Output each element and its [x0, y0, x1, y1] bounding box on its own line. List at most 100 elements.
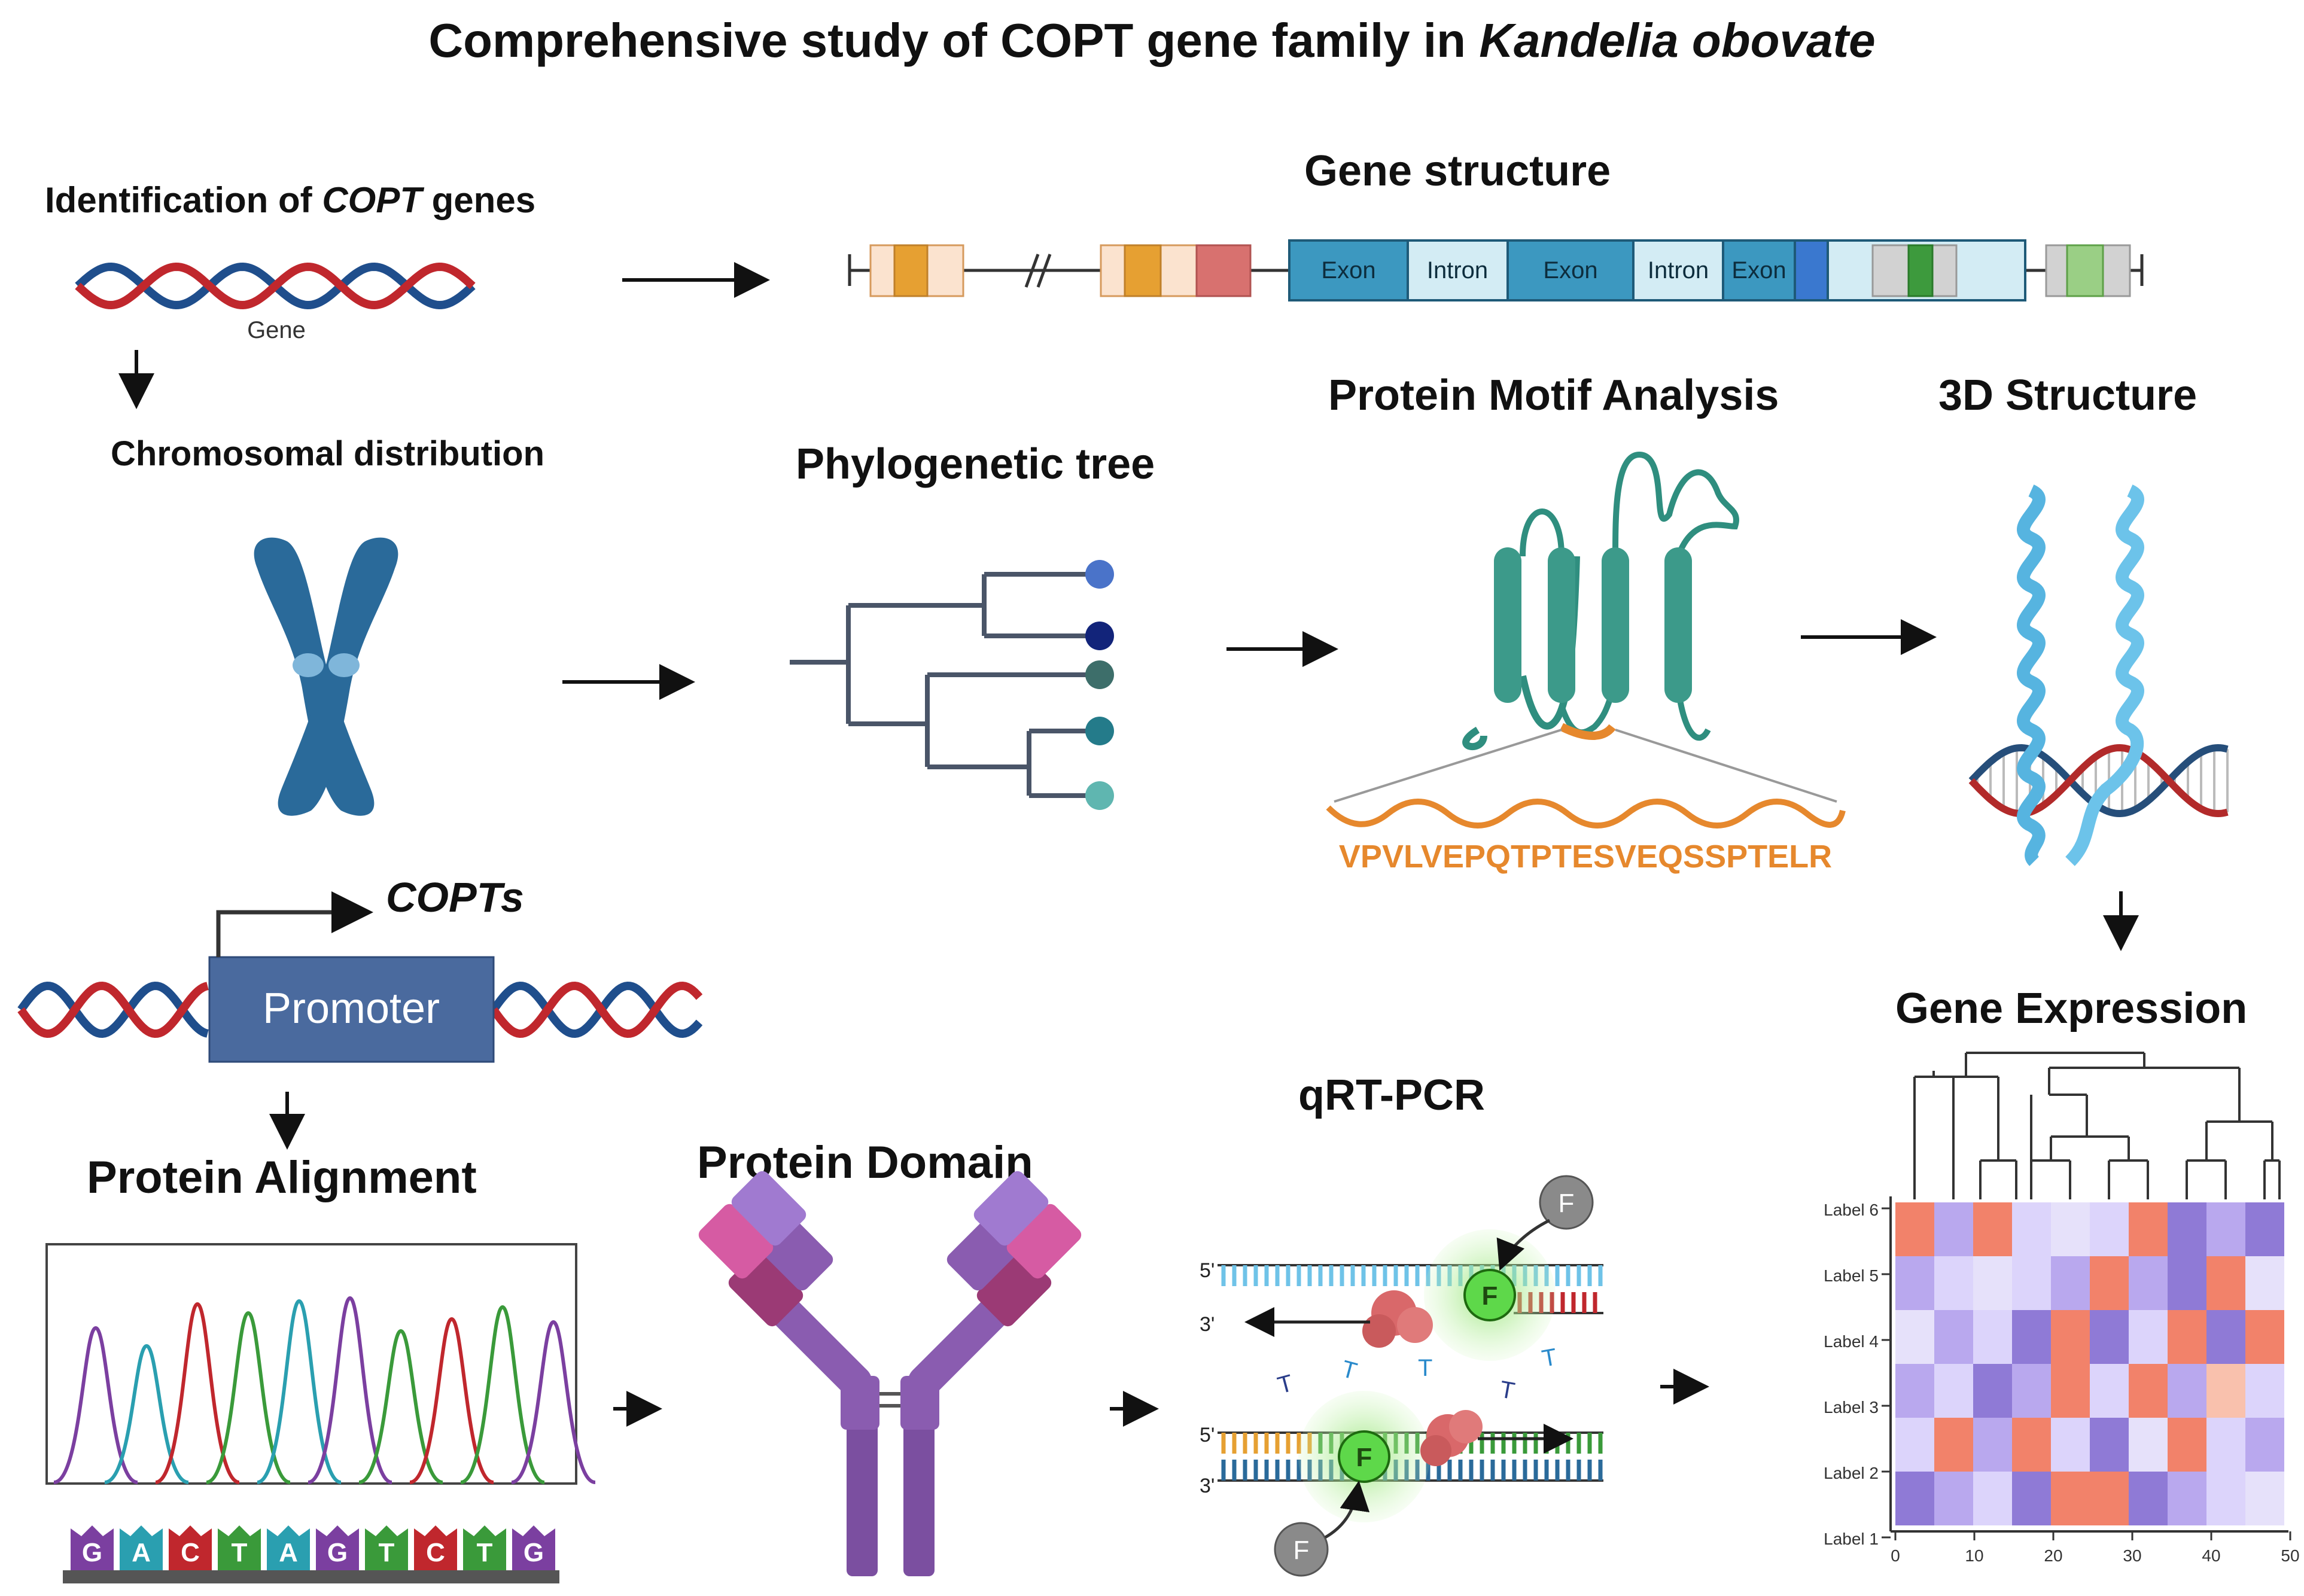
nucleotide-t-5: T [1540, 1344, 1559, 1372]
sequence-letter: T [379, 1538, 395, 1567]
heatmap-cell [2206, 1256, 2245, 1310]
heatmap-cell [2012, 1256, 2051, 1310]
page-title-species: Kandelia obovate [1479, 14, 1876, 67]
sequence-letter: T [232, 1538, 248, 1567]
phylogenetic-tree-label: Phylogenetic tree [796, 440, 1155, 488]
heatmap-cell [2051, 1418, 2090, 1472]
page-title: Comprehensive study of COPT gene family … [0, 13, 2304, 68]
dna-helix-icon [75, 262, 476, 310]
sequence-letter: C [181, 1538, 200, 1567]
page-title-prefix: Comprehensive study of COPT gene family … [428, 14, 1480, 67]
heatmap-cell [2090, 1256, 2129, 1310]
heatmap-cell [2051, 1256, 2090, 1310]
heatmap-cell [2206, 1472, 2245, 1525]
heatmap-cell [1895, 1472, 1934, 1525]
tree-leaf-1 [1085, 560, 1114, 589]
heatmap-cell [2090, 1310, 2129, 1364]
heatmap-cell [1895, 1256, 1934, 1310]
heatmap-cell [1934, 1364, 1973, 1418]
flow-arrows [118, 262, 2139, 1427]
heatmap-cell [2168, 1202, 2206, 1256]
heatmap-cell [2129, 1418, 2168, 1472]
protein-motif-label: Protein Motif Analysis [1328, 371, 1779, 419]
qpcr-diagram: F F F F 5' 3' 5' 3' T T T T T [1200, 1175, 1603, 1577]
heatmap-x-tick: 10 [1965, 1546, 1983, 1565]
heatmap-cell [2206, 1310, 2245, 1364]
qrt-pcr-label: qRT-PCR [1298, 1071, 1485, 1119]
heatmap-row-label: Label 1 [1824, 1530, 1879, 1548]
heatmap-cell [2012, 1418, 2051, 1472]
nucleotide-t-3: T [1418, 1355, 1432, 1381]
sequence-letter: G [524, 1538, 544, 1567]
fluor-2: F [1356, 1443, 1372, 1472]
heatmap-cell [2245, 1256, 2284, 1310]
heatmap-row-label: Label 2 [1824, 1464, 1879, 1482]
heatmap-cell [1895, 1202, 1934, 1256]
heatmap-cell [2051, 1310, 2090, 1364]
heatmap-cell [1934, 1256, 1973, 1310]
label-5prime-bottom: 5' [1200, 1424, 1215, 1446]
heatmap-cell [2012, 1472, 2051, 1525]
fluor-1: F [1482, 1281, 1498, 1311]
3d-structure-label: 3D Structure [1938, 371, 2198, 419]
tree-leaf-2 [1085, 622, 1114, 650]
identification-prefix: Identification of [45, 180, 322, 220]
heatmap-cell [2129, 1310, 2168, 1364]
heatmap-cell [2245, 1310, 2284, 1364]
promoter-label: Promoter [263, 985, 440, 1032]
nucleotide-t-4: T [1498, 1376, 1517, 1405]
heatmap-cell [2245, 1202, 2284, 1256]
tree-leaf-5 [1085, 781, 1114, 810]
heatmap-cell [1973, 1310, 2012, 1364]
heatmap-cell [2090, 1364, 2129, 1418]
heatmap-cell [1973, 1256, 2012, 1310]
quencher-2: F [1293, 1536, 1310, 1565]
heatmap-cell [1934, 1472, 1973, 1525]
heatmap-cell [2206, 1364, 2245, 1418]
sequence-letter: G [327, 1538, 348, 1567]
heatmap-cell [1895, 1418, 1934, 1472]
label-5prime-top: 5' [1200, 1259, 1215, 1282]
heatmap-cell [2245, 1418, 2284, 1472]
heatmap-cell [2129, 1364, 2168, 1418]
heatmap-cell [1973, 1472, 2012, 1525]
heatmap-cell [1895, 1364, 1934, 1418]
sequence-letter: A [132, 1538, 151, 1567]
heatmap-cell [1973, 1418, 2012, 1472]
sequence-letter: T [477, 1538, 493, 1567]
heatmap-cell [2168, 1364, 2206, 1418]
tree-leaf-4 [1085, 717, 1114, 745]
heatmap-cell [2168, 1310, 2206, 1364]
identification-suffix: genes [421, 180, 536, 220]
heatmap-cell [2206, 1418, 2245, 1472]
heatmap-cell [2245, 1472, 2284, 1525]
heatmap-row-label: Label 6 [1824, 1201, 1879, 1219]
identification-gene: COPT [322, 180, 422, 220]
heatmap-cell [2168, 1256, 2206, 1310]
heatmap-cell [2090, 1418, 2129, 1472]
polymerase-1 [1362, 1290, 1433, 1348]
heatmap-cell [2090, 1472, 2129, 1525]
antibody-icon [698, 1171, 1082, 1576]
sequence-letter: C [426, 1538, 445, 1567]
gene-structure-label: Gene structure [1304, 147, 1611, 195]
heatmap-cell [1895, 1310, 1934, 1364]
sequence-letter: A [279, 1538, 298, 1567]
heatmap-cell [2051, 1202, 2090, 1256]
heatmap-cell [2051, 1364, 2090, 1418]
gene-label-exon-3: Exon [1731, 257, 1786, 284]
heatmap-cell [1934, 1418, 1973, 1472]
heatmap-cell [2012, 1364, 2051, 1418]
heatmap-cell [2168, 1418, 2206, 1472]
label-3prime-top: 3' [1200, 1313, 1215, 1336]
heatmap-cell [2012, 1310, 2051, 1364]
gene-structure-diagram: Exon Intron Exon Intron Exon [848, 239, 2144, 301]
heatmap-cell [2051, 1472, 2090, 1525]
heatmap-cell [1973, 1202, 2012, 1256]
gene-label-exon-2: Exon [1543, 257, 1597, 284]
motif-sequence: VPVLVEPQTPTESVEQSSPTELR [1339, 839, 1832, 875]
heatmap-row-label: Label 4 [1824, 1332, 1879, 1351]
